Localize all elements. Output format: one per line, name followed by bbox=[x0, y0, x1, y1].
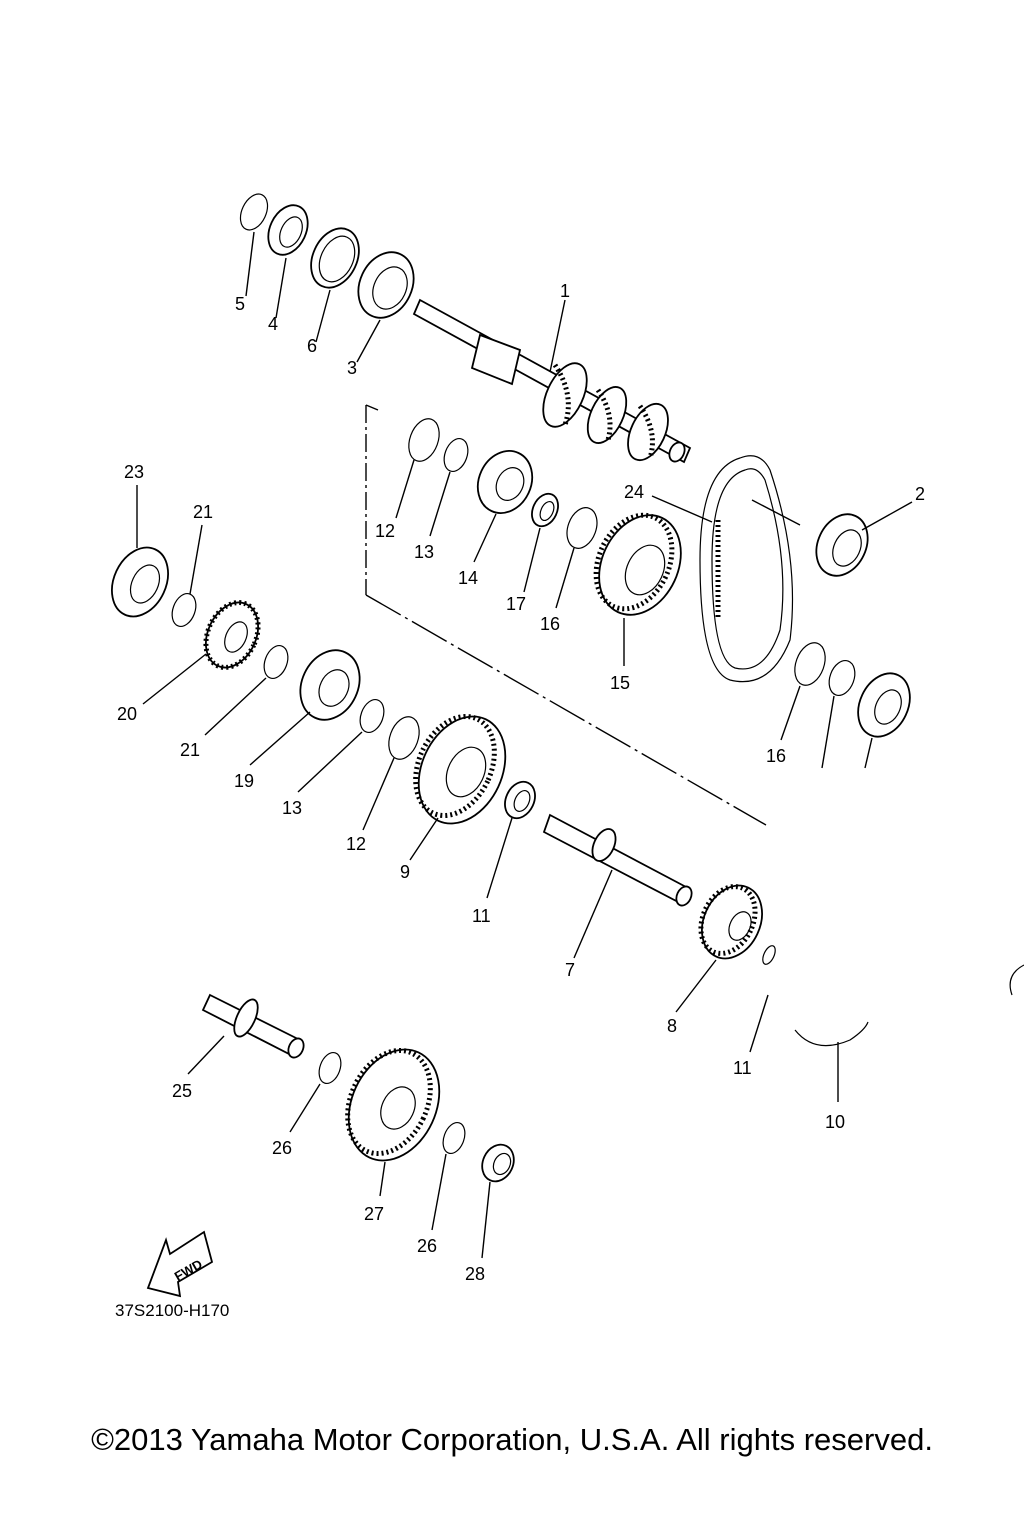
callout-23: 23 bbox=[124, 462, 144, 482]
callout-16-right: 16 bbox=[766, 746, 786, 766]
diagram-code: 37S2100-H170 bbox=[115, 1301, 229, 1320]
callout-15: 15 bbox=[610, 673, 630, 693]
callout-12-lower: 12 bbox=[346, 834, 366, 854]
callout-21-lower: 21 bbox=[180, 740, 200, 760]
callout-17: 17 bbox=[506, 594, 526, 614]
part-4-oil-seal bbox=[267, 204, 309, 256]
part-27-gear bbox=[345, 1047, 441, 1162]
callout-11-lower: 11 bbox=[733, 1058, 752, 1078]
part-15-gear bbox=[593, 512, 682, 616]
part-26-circlip-lower bbox=[442, 1121, 466, 1155]
part-21-circlip-upper bbox=[171, 592, 197, 628]
part-6-ring bbox=[310, 227, 360, 289]
part-23-bearing bbox=[111, 546, 169, 618]
part-25-shaft bbox=[201, 993, 305, 1059]
callout-24: 24 bbox=[624, 482, 644, 502]
part-28-needle-bearing bbox=[481, 1143, 515, 1183]
callout-7: 7 bbox=[565, 960, 575, 980]
subassembly-frame bbox=[365, 404, 767, 826]
callout-26-lower: 26 bbox=[417, 1236, 437, 1256]
callout-numbers: 1 2 3 4 5 6 7 8 9 10 11 11 12 12 13 13 1… bbox=[117, 281, 925, 1284]
callout-19: 19 bbox=[234, 771, 254, 791]
callout-11-upper: 11 bbox=[472, 906, 491, 926]
part-8-gear bbox=[698, 884, 763, 960]
callout-16-left: 16 bbox=[540, 614, 560, 634]
part-3-bearing bbox=[357, 251, 415, 319]
copyright-notice: ©2013 Yamaha Motor Corporation, U.S.A. A… bbox=[91, 1422, 933, 1457]
callout-13-upper: 13 bbox=[414, 542, 434, 562]
callout-20: 20 bbox=[117, 704, 137, 724]
leader-lines bbox=[136, 231, 913, 1259]
part-16-washer-left bbox=[566, 507, 598, 549]
part-right-bearing bbox=[857, 672, 911, 738]
part-1-main-shaft bbox=[412, 298, 692, 464]
part-12-circlip-lower bbox=[388, 716, 420, 760]
part-21-circlip-lower bbox=[263, 644, 289, 680]
part-washer-right-2 bbox=[828, 659, 856, 697]
callout-9: 9 bbox=[400, 862, 410, 882]
part-16-washer-right bbox=[794, 642, 826, 686]
callout-21-upper: 21 bbox=[193, 502, 213, 522]
part-13-washer-upper bbox=[443, 437, 469, 473]
callout-5: 5 bbox=[235, 294, 245, 314]
part-5-o-ring bbox=[239, 193, 269, 231]
callout-13-lower: 13 bbox=[282, 798, 302, 818]
callout-25: 25 bbox=[172, 1081, 192, 1101]
part-11-needle-bearing-lower bbox=[762, 945, 776, 965]
part-9-gear bbox=[413, 713, 507, 825]
callout-6: 6 bbox=[307, 336, 317, 356]
callout-4: 4 bbox=[268, 314, 278, 334]
part-14-dog-clutch bbox=[476, 450, 534, 514]
part-12-circlip-upper bbox=[408, 418, 440, 462]
part-26-circlip-upper bbox=[318, 1051, 342, 1085]
callout-10: 10 bbox=[825, 1112, 845, 1132]
part-24-chain bbox=[699, 455, 794, 683]
callout-14: 14 bbox=[458, 568, 478, 588]
callout-8: 8 bbox=[667, 1016, 677, 1036]
callout-27: 27 bbox=[364, 1204, 384, 1224]
part-13-washer-lower bbox=[359, 698, 385, 734]
part-2-bearing bbox=[815, 513, 869, 577]
part-10-gear bbox=[794, 1021, 869, 1047]
callout-1: 1 bbox=[560, 281, 570, 301]
part-7-shaft bbox=[542, 813, 693, 907]
fwd-arrow-icon: FWD bbox=[146, 1230, 214, 1298]
callout-28: 28 bbox=[465, 1264, 485, 1284]
callout-2: 2 bbox=[915, 484, 925, 504]
part-11-needle-bearing-upper bbox=[504, 780, 536, 820]
callout-12-upper: 12 bbox=[375, 521, 395, 541]
part-20-sprocket bbox=[203, 600, 261, 670]
callout-3: 3 bbox=[347, 358, 357, 378]
part-17-needle-bearing bbox=[531, 492, 559, 528]
callout-26-upper: 26 bbox=[272, 1138, 292, 1158]
part-edge-ring bbox=[1009, 964, 1024, 996]
part-19-clutch bbox=[299, 649, 361, 721]
